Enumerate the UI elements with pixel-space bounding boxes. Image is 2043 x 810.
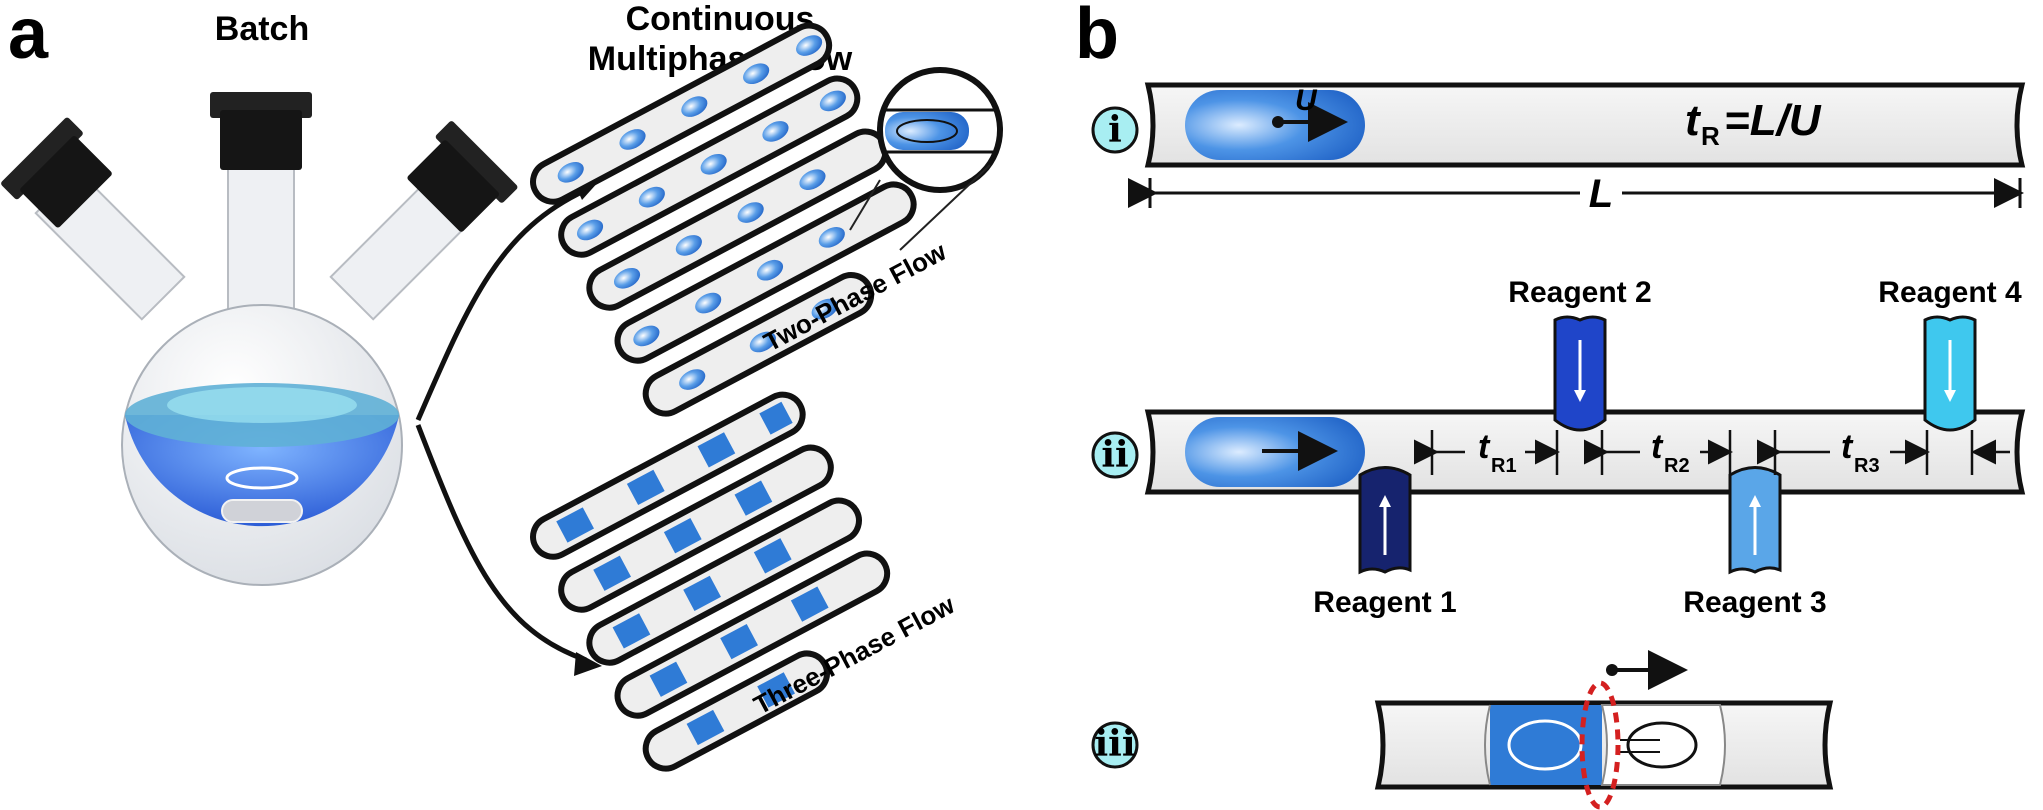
reagent-2-label: Reagent 2 [1508,276,1651,309]
numeral-circle-iii [1091,721,1139,769]
interval-2-sub: R2 [1664,455,1690,477]
length-label: L [1589,172,1613,216]
formula-rhs: =L/U [1724,96,1822,145]
reagent-4-label: Reagent 4 [1878,276,2022,309]
interval-1: t R1 [1414,428,1560,477]
panel-b-letter: b [1075,0,1119,74]
reagent-1-inlet [1358,466,1412,575]
arrowhead-three-phase [574,652,602,676]
interface-highlight [1579,680,1621,810]
interval-3-t: t [1841,428,1854,466]
tube-i [1144,82,2026,168]
interval-3-sub: R3 [1854,455,1880,477]
numeral-circle-i [1091,106,1139,154]
numeral-iii: iii [1094,723,1135,765]
reagent-1-label: Reagent 1 [1313,586,1456,619]
numeral-circle-ii [1091,431,1139,479]
interval-1-sub: R1 [1491,455,1517,477]
formula-t: t [1685,96,1702,145]
reagent-3-label: Reagent 3 [1683,586,1826,619]
slug-iii-white [1600,704,1726,786]
batch-title: Batch [215,10,309,48]
arrow-to-two-phase [415,187,588,421]
interval-2: t R2 [1584,428,1733,477]
reagent-2-inlet [1553,315,1607,432]
three-neck-flask [1,92,518,586]
numeral-i: i [1108,109,1122,151]
three-phase-reactor [530,391,891,772]
formula-sub: R [1701,121,1720,151]
velocity-label: U [1295,84,1318,117]
flow-title-line1: Continuous [626,0,815,38]
two-phase-reactor [530,22,1003,417]
arrow-to-three-phase [415,424,587,663]
numeral-ii: ii [1101,434,1128,476]
interval-2-t: t [1651,428,1664,466]
reagent-4-inlet [1923,315,1977,432]
panel-a-letter: a [8,0,49,74]
reagent-3-inlet [1728,466,1782,575]
interval-3: t R3 [1757,428,1930,477]
interval-1-t: t [1478,428,1491,466]
